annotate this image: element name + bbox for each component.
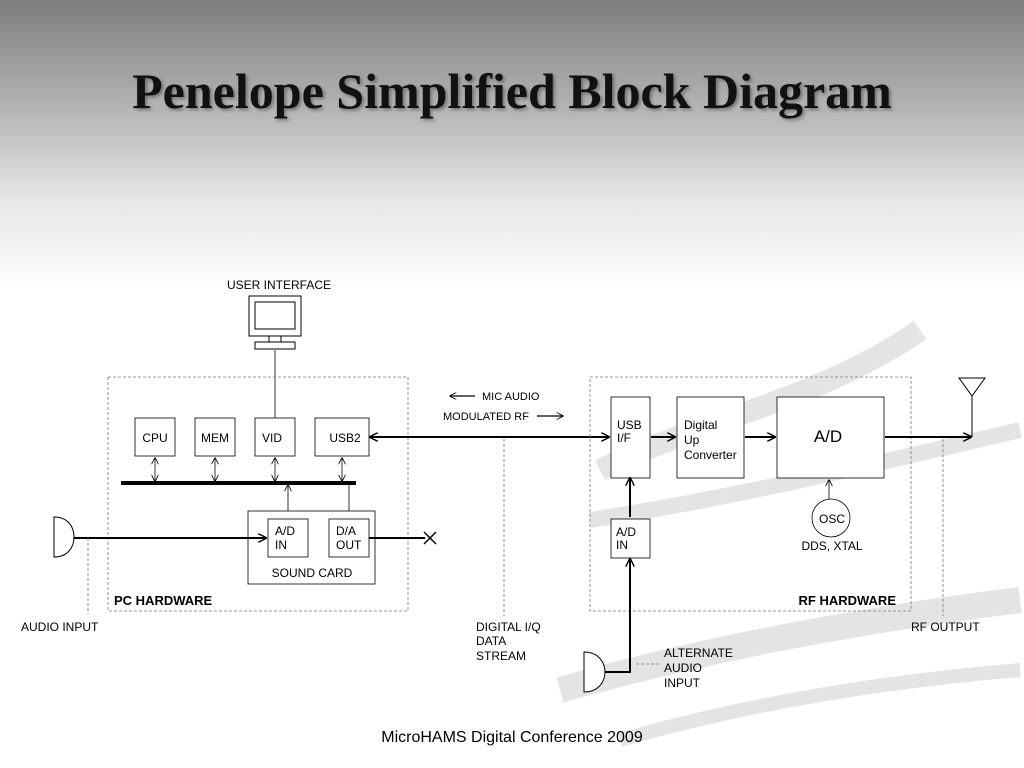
- duc-label-1: Digital: [684, 418, 717, 432]
- mic-audio-label: MIC AUDIO: [482, 391, 540, 403]
- user-interface-label: USER INTERFACE: [227, 278, 331, 292]
- cpu-block: [134, 417, 176, 457]
- antenna-icon: [958, 377, 986, 437]
- usb2-label: USB2: [329, 431, 361, 445]
- digital-iq-label-1: DIGITAL I/Q: [476, 620, 541, 634]
- alternate-audio-label-3: INPUT: [664, 676, 701, 690]
- ad-converter-block: [776, 396, 885, 479]
- digital-iq-label-3: STREAM: [476, 649, 526, 663]
- cpu-label: CPU: [142, 431, 167, 445]
- alternate-audio-label-2: AUDIO: [664, 661, 702, 675]
- audio-input-label: AUDIO INPUT: [21, 620, 99, 634]
- usb-if-label-1: USB: [617, 418, 642, 432]
- digital-up-converter-block: [676, 396, 745, 479]
- microphone-icon: [53, 516, 75, 558]
- ad-converter-label: A/D: [814, 427, 842, 446]
- sound-card-label: SOUND CARD: [272, 566, 353, 580]
- duc-label-3: Converter: [684, 448, 737, 462]
- rf-hardware-box: [589, 376, 912, 612]
- pc-hardware-label: PC HARDWARE: [114, 593, 213, 608]
- rf-hardware-label: RF HARDWARE: [799, 593, 897, 608]
- digital-iq-label-2: DATA: [476, 634, 506, 648]
- osc-label: OSC: [819, 512, 845, 526]
- monitor-icon: [248, 295, 302, 350]
- alternate-audio-label-1: ALTERNATE: [664, 646, 733, 660]
- dds-xtal-label: DDS, XTAL: [801, 539, 862, 553]
- ad-in-block: [267, 518, 309, 558]
- usb-if-block: [610, 396, 651, 479]
- vid-label: VID: [262, 431, 282, 445]
- usb-if-label-2: I/F: [617, 431, 631, 445]
- rf-ad-in-label-2: IN: [616, 538, 628, 552]
- modulated-rf-label: MODULATED RF: [443, 411, 529, 423]
- ad-in-label-1: A/D: [275, 524, 295, 538]
- vid-block: [254, 417, 296, 457]
- da-out-label-1: D/A: [336, 524, 356, 538]
- footer-text: MicroHAMS Digital Conference 2009: [381, 729, 643, 746]
- mem-block: [194, 417, 236, 457]
- oscillator-block: [811, 498, 851, 538]
- da-out-label-2: OUT: [336, 538, 362, 552]
- rf-output-label: RF OUTPUT: [911, 620, 980, 634]
- alternate-microphone-icon: [583, 651, 606, 693]
- pc-hardware-box: [107, 376, 409, 612]
- ad-in-label-2: IN: [275, 538, 287, 552]
- rf-ad-in-label-1: A/D: [616, 525, 636, 539]
- mem-label: MEM: [201, 431, 229, 445]
- duc-label-2: Up: [684, 433, 700, 447]
- usb2-block: [314, 417, 370, 457]
- page-title: Penelope Simplified Block Diagram: [132, 63, 892, 119]
- rf-ad-in-block: [610, 518, 651, 559]
- terminator-x-icon: [423, 531, 437, 545]
